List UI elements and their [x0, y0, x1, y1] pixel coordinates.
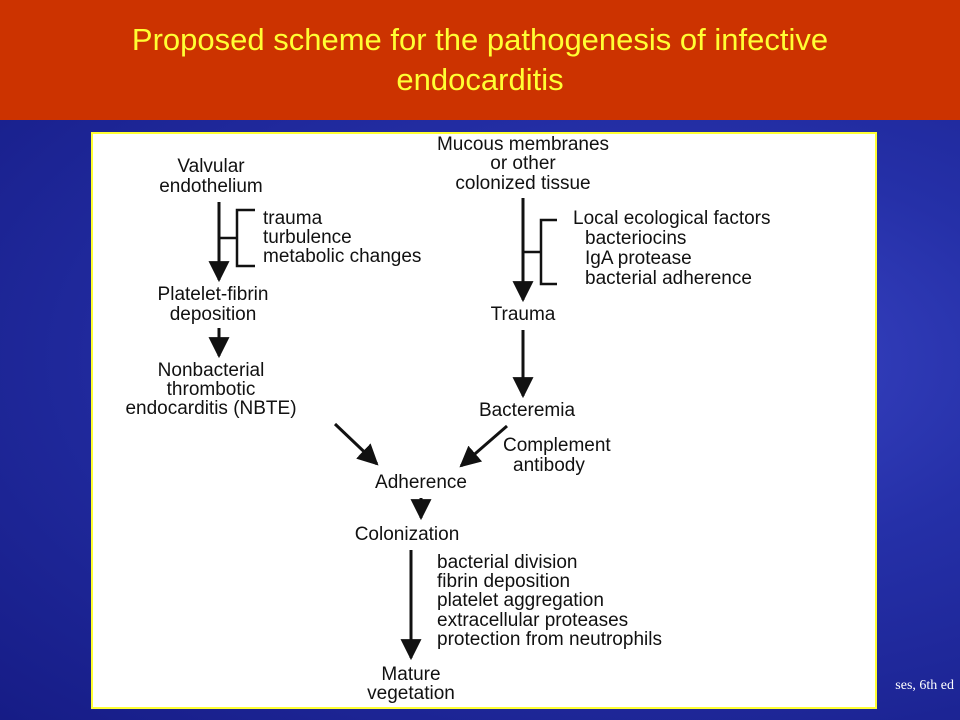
- platelet-fibrin-line-1: Platelet-fibrin: [158, 284, 269, 305]
- nbte-line-2: thrombotic: [167, 379, 256, 400]
- mucous-membranes-line-1: Mucous membranes: [437, 134, 609, 155]
- mature-vegetation-line-1: Mature: [381, 664, 440, 685]
- colonization-factor-1: bacterial division: [437, 552, 577, 573]
- mucous-membranes-line-2: or other: [490, 153, 556, 174]
- mature-vegetation-line-2: vegetation: [367, 683, 455, 704]
- slide-title-line-1: Proposed scheme for the pathogenesis of …: [131, 22, 829, 57]
- valvular-endothelium-line-1: Valvular: [177, 156, 245, 177]
- left-factor-metabolic: metabolic changes: [263, 246, 421, 267]
- valvular-endothelium-line-2: endothelium: [159, 176, 263, 197]
- colonization-node: Colonization: [355, 524, 460, 545]
- right-factors-heading: Local ecological factors: [573, 208, 771, 229]
- colonization-factor-5: protection from neutrophils: [437, 629, 662, 650]
- right-factor-iga: IgA protease: [585, 248, 692, 269]
- colonization-factor-2: fibrin deposition: [437, 571, 570, 592]
- mucous-membranes-line-3: colonized tissue: [455, 173, 590, 194]
- platelet-fibrin-line-2: deposition: [170, 304, 257, 325]
- colonization-factor-3: platelet aggregation: [437, 590, 604, 611]
- title-bar: Proposed scheme for the pathogenesis of …: [0, 0, 960, 120]
- source-citation: ses, 6th ed: [875, 676, 960, 698]
- diagram-panel: Valvular endothelium trauma turbulence m…: [91, 132, 877, 709]
- complement-line-2: antibody: [513, 455, 585, 476]
- complement-line-1: Complement: [503, 435, 611, 456]
- arrow-bacteremia-to-adherence: [459, 424, 508, 468]
- bacteremia-node: Bacteremia: [479, 400, 576, 421]
- source-citation-text: ses, 6th ed: [895, 678, 954, 693]
- flow-diagram: Valvular endothelium trauma turbulence m…: [125, 134, 771, 704]
- left-factor-turbulence: turbulence: [263, 227, 352, 248]
- arrow-nbte-to-adherence: [333, 422, 379, 466]
- colonization-factor-4: extracellular proteases: [437, 610, 628, 631]
- right-factors-bracket: [523, 218, 557, 286]
- adherence-node: Adherence: [375, 472, 467, 493]
- right-factor-adherence: bacterial adherence: [585, 268, 752, 289]
- left-factor-trauma: trauma: [263, 208, 323, 229]
- nbte-line-3: endocarditis (NBTE): [125, 398, 296, 419]
- slide-title-line-2: endocarditis: [396, 62, 564, 97]
- trauma-node: Trauma: [491, 304, 556, 325]
- nbte-line-1: Nonbacterial: [158, 360, 265, 381]
- right-factor-bacteriocins: bacteriocins: [585, 228, 686, 249]
- left-factors-bracket: [219, 208, 255, 268]
